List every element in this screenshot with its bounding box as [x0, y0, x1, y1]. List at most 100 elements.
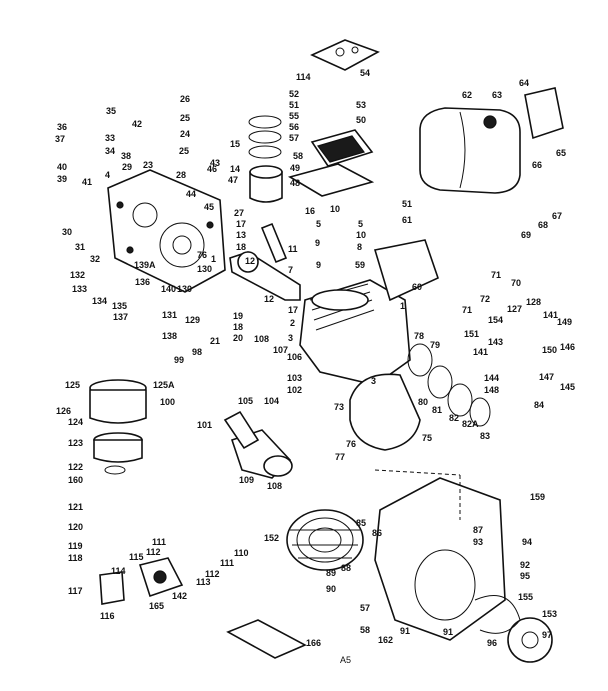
part-callout-27: 27 — [234, 208, 244, 218]
part-callout-166: 166 — [306, 638, 321, 648]
part-callout-17: 17 — [236, 219, 246, 229]
part-callout-72: 72 — [480, 294, 490, 304]
part-callout-23: 23 — [143, 160, 153, 170]
engine-block — [299, 279, 411, 386]
part-callout-151: 151 — [464, 329, 479, 339]
part-callout-42: 42 — [132, 119, 142, 129]
part-callout-128: 128 — [526, 297, 541, 307]
part-callout-44: 44 — [186, 189, 196, 199]
part-callout-31: 31 — [75, 242, 85, 252]
part-callout-87: 87 — [473, 525, 483, 535]
part-callout-84: 84 — [534, 400, 544, 410]
part-callout-56: 56 — [289, 122, 299, 132]
part-callout-20: 20 — [233, 333, 243, 343]
part-callout-10: 10 — [330, 204, 340, 214]
part-callout-48: 48 — [290, 178, 300, 188]
part-callout-108: 108 — [254, 334, 269, 344]
part-callout-40: 40 — [57, 162, 67, 172]
part-callout-130: 130 — [197, 264, 212, 274]
part-callout-135: 135 — [112, 301, 127, 311]
part-callout-49: 49 — [290, 163, 300, 173]
part-callout-112: 112 — [205, 569, 220, 579]
part-callout-114: 114 — [111, 566, 126, 576]
part-callout-1: 1 — [211, 254, 216, 264]
part-callout-110: 110 — [234, 548, 249, 558]
part-callout-63: 63 — [492, 90, 502, 100]
base-plate — [226, 619, 307, 659]
part-callout-37: 37 — [55, 134, 65, 144]
part-callout-24: 24 — [180, 129, 190, 139]
part-callout-143: 143 — [488, 337, 503, 347]
part-callout-162: 162 — [378, 635, 393, 645]
part-callout-125: 125 — [65, 380, 80, 390]
crankshaft — [229, 251, 301, 301]
fuel-tank-cover — [310, 39, 380, 71]
part-callout-111: 111 — [220, 558, 234, 568]
part-callout-18: 18 — [236, 242, 246, 252]
part-callout-34: 34 — [105, 146, 115, 156]
part-callout-108: 108 — [267, 481, 282, 491]
part-callout-30: 30 — [62, 227, 72, 237]
part-callout-54: 54 — [360, 68, 370, 78]
part-callout-69: 69 — [521, 230, 531, 240]
part-callout-97: 97 — [542, 630, 552, 640]
part-callout-76: 76 — [197, 250, 207, 260]
part-callout-95: 95 — [520, 571, 530, 581]
part-callout-91: 91 — [443, 627, 453, 637]
part-callout-102: 102 — [287, 385, 302, 395]
part-callout-73: 73 — [334, 402, 344, 412]
part-callout-113: 113 — [196, 577, 211, 587]
part-callout-165: 165 — [149, 601, 164, 611]
part-callout-93: 93 — [473, 537, 483, 547]
piston-rings — [248, 115, 282, 159]
part-callout-3: 3 — [288, 333, 293, 343]
part-callout-150: 150 — [542, 345, 557, 355]
part-callout-67: 67 — [552, 211, 562, 221]
part-callout-65: 65 — [556, 148, 566, 158]
part-callout-136: 136 — [135, 277, 150, 287]
part-callout-39: 39 — [57, 174, 67, 184]
part-callout-3: 3 — [371, 376, 376, 386]
cylinder-head — [310, 129, 374, 167]
part-callout-91: 91 — [400, 626, 410, 636]
part-callout-15: 15 — [230, 139, 240, 149]
part-callout-149: 149 — [557, 317, 572, 327]
part-callout-139A: 139A — [134, 260, 156, 270]
part-callout-41: 41 — [82, 177, 92, 187]
part-callout-47: 47 — [228, 175, 238, 185]
part-callout-51: 51 — [289, 100, 299, 110]
part-callout-82: 82 — [449, 413, 459, 423]
part-callout-12: 12 — [245, 256, 255, 266]
air-shroud — [373, 239, 439, 302]
part-callout-77: 77 — [335, 452, 345, 462]
part-callout-78: 78 — [414, 331, 424, 341]
part-callout-57: 57 — [289, 133, 299, 143]
part-callout-141: 141 — [543, 310, 558, 320]
part-callout-75: 75 — [422, 433, 432, 443]
part-callout-62: 62 — [462, 90, 472, 100]
part-callout-141: 141 — [473, 347, 488, 357]
part-callout-60: 60 — [412, 282, 422, 292]
part-callout-131: 131 — [162, 310, 177, 320]
part-callout-133: 133 — [72, 284, 87, 294]
part-callout-25: 25 — [179, 146, 189, 156]
part-callout-132: 132 — [70, 270, 85, 280]
part-callout-116: 116 — [100, 611, 115, 621]
part-callout-9: 9 — [316, 260, 321, 270]
part-callout-18: 18 — [233, 322, 243, 332]
part-callout-155: 155 — [518, 592, 533, 602]
part-callout-134: 134 — [92, 296, 107, 306]
bearing-rings — [407, 343, 491, 427]
part-callout-1: 1 — [400, 301, 405, 311]
part-callout-112: 112 — [146, 547, 161, 557]
part-callout-79: 79 — [430, 340, 440, 350]
part-callout-66: 66 — [532, 160, 542, 170]
part-callout-122: 122 — [68, 462, 83, 472]
part-callout-105: 105 — [238, 396, 253, 406]
part-callout-111: 111 — [152, 537, 166, 547]
part-callout-76: 76 — [346, 439, 356, 449]
part-callout-59: 59 — [355, 260, 365, 270]
fuel-tank — [419, 107, 521, 194]
part-callout-142: 142 — [172, 591, 187, 601]
part-callout-147: 147 — [539, 372, 554, 382]
